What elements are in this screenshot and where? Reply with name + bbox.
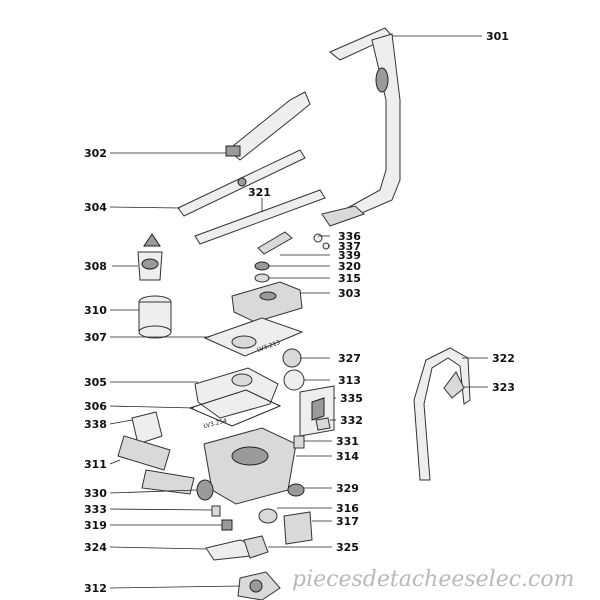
- part-cover-housing: [231, 281, 303, 323]
- part-spacer: [254, 273, 270, 283]
- part-pump-assembly: [117, 411, 195, 495]
- part-actuator: [283, 511, 313, 545]
- callout-302: 302: [84, 147, 107, 160]
- callout-332: 332: [340, 414, 363, 427]
- callout-305: 305: [84, 376, 107, 389]
- callout-333: 333: [84, 503, 107, 516]
- callout-339: 339: [338, 249, 361, 262]
- callout-307: 307: [84, 331, 107, 344]
- part-o-ring: [313, 233, 323, 243]
- callout-306: 306: [84, 400, 107, 413]
- callout-314: 314: [336, 450, 359, 463]
- part-elbow: [243, 535, 269, 559]
- part-seal-ring: [283, 369, 305, 391]
- part-bracket-assembly: [299, 385, 335, 437]
- callout-322: 322: [492, 352, 515, 365]
- leader-lines: [109, 35, 488, 589]
- callout-337: 337: [338, 240, 361, 253]
- callout-308: 308: [84, 260, 107, 273]
- callout-325: 325: [336, 541, 359, 554]
- part-micro-filter: [138, 295, 172, 339]
- part-lower-spray-arm: [177, 149, 306, 217]
- part-upper-spray-arm: [225, 91, 311, 161]
- callout-319: 319: [84, 519, 107, 532]
- callout-323: 323: [492, 381, 515, 394]
- callout-304: 304: [84, 201, 107, 214]
- part-drain-hose: [413, 347, 471, 481]
- callout-327: 327: [338, 352, 361, 365]
- callout-330: 330: [84, 487, 107, 500]
- sump-cover-marking: LV3.254: [203, 417, 228, 430]
- part-valve-stem: [287, 483, 305, 497]
- callout-320: 320: [338, 260, 361, 273]
- part-pump-ring: [196, 479, 214, 501]
- watermark: piecesdetacheeselec.com: [292, 567, 574, 592]
- part-sensor-cap: [293, 435, 305, 449]
- part-gasket: [188, 389, 282, 427]
- part-drain-pump: [237, 571, 281, 600]
- callout-312: 312: [84, 582, 107, 595]
- callout-301: 301: [486, 30, 509, 43]
- callout-303: 303: [338, 287, 361, 300]
- part-arm-hub: [257, 231, 293, 255]
- callout-331: 331: [336, 435, 359, 448]
- callout-317: 317: [336, 515, 359, 528]
- part-sump: LV3.254: [203, 417, 297, 505]
- part-seal-washer: [258, 508, 278, 524]
- part-clip: [211, 505, 221, 517]
- callout-labels: 301 302 304 321 336 337 339 308 320 315 …: [84, 30, 515, 595]
- callout-310: 310: [84, 304, 107, 317]
- part-spray-arm: [194, 189, 326, 245]
- callout-313: 313: [338, 374, 361, 387]
- callout-338: 338: [84, 418, 107, 431]
- part-nut: [254, 261, 270, 271]
- callout-316: 316: [336, 502, 359, 515]
- callout-336: 336: [338, 230, 361, 243]
- callout-324: 324: [84, 541, 107, 554]
- callout-329: 329: [336, 482, 359, 495]
- callout-321: 321: [248, 186, 271, 199]
- part-wheel: [282, 348, 302, 368]
- callout-315: 315: [338, 272, 361, 285]
- part-coarse-filter: [137, 233, 163, 281]
- part-plug: [221, 519, 233, 531]
- callout-311: 311: [84, 458, 107, 471]
- part-feed-pipe: [321, 27, 401, 227]
- callout-335: 335: [340, 392, 363, 405]
